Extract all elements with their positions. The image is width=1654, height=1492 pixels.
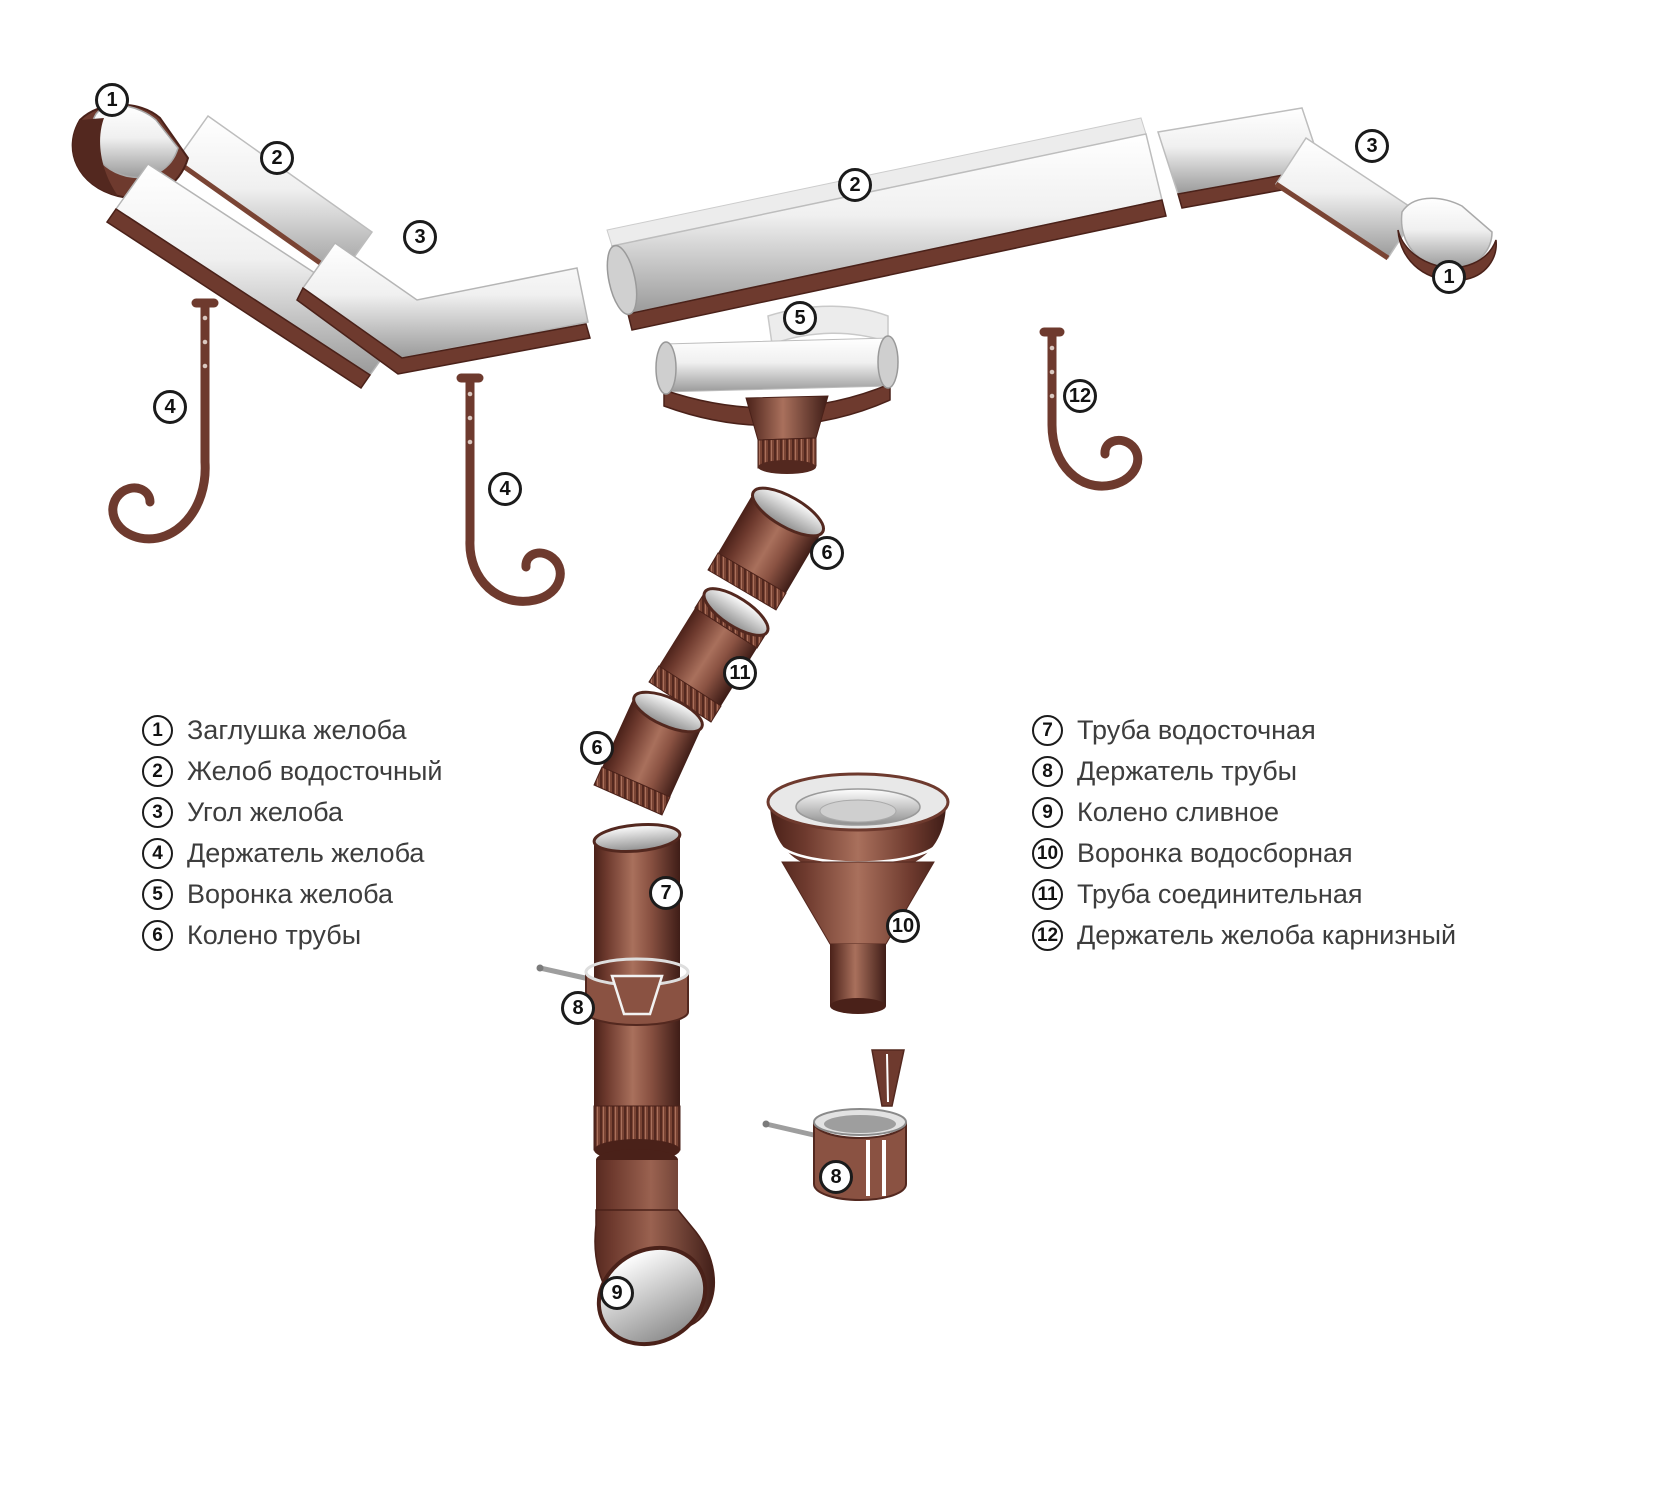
gutter-bracket-middle	[456, 373, 565, 606]
callout-bracket-middle: 4	[488, 472, 522, 506]
gutter-bracket-left	[108, 298, 219, 544]
cornice-bracket	[1039, 327, 1143, 491]
callout-endcap-right: 1	[1432, 260, 1466, 294]
legend-label: Желоб водосточный	[187, 756, 443, 786]
legend-label: Держатель трубы	[1077, 756, 1298, 786]
legend-item: 8 Держатель трубы	[1032, 756, 1456, 787]
legend-item: 1 Заглушка желоба	[142, 715, 442, 746]
legend-num-badge: 5	[142, 879, 173, 910]
legend-num-badge: 3	[142, 797, 173, 828]
legend-right: 7 Труба водосточная 8 Держатель трубы 9 …	[1032, 715, 1456, 951]
legend-label: Труба соединительная	[1077, 879, 1363, 909]
legend-label: Колено трубы	[187, 920, 362, 950]
pipe-holder-on-pipe	[536, 957, 690, 1027]
legend-label: Воронка желоба	[187, 879, 394, 909]
legend-num-badge: 7	[1032, 715, 1063, 746]
callout-connecting-pipe: 11	[723, 656, 757, 690]
legend-num-badge: 10	[1032, 838, 1063, 869]
collection-funnel	[766, 772, 950, 1014]
gutter-bracket-middle-holes	[467, 391, 473, 445]
legend-num-badge: 9	[1032, 797, 1063, 828]
legend-item: 10 Воронка водосборная	[1032, 838, 1456, 869]
legend-num-badge: 2	[142, 756, 173, 787]
callout-corner-left: 3	[403, 220, 437, 254]
legend-num-badge: 6	[142, 920, 173, 951]
legend-label: Заглушка желоба	[187, 715, 407, 745]
legend-num-badge: 12	[1032, 920, 1063, 951]
gutter-funnel	[655, 305, 899, 474]
callout-drain-elbow: 9	[600, 1276, 634, 1310]
legend-item: 12 Держатель желоба карнизный	[1032, 920, 1456, 951]
legend-item: 5 Воронка желоба	[142, 879, 442, 910]
callout-corner-right: 3	[1355, 129, 1389, 163]
callout-collect-funnel: 10	[886, 909, 920, 943]
drain-elbow	[594, 1149, 716, 1347]
callout-holder-on-pipe: 8	[561, 991, 595, 1025]
legend-left: 1 Заглушка желоба 2 Желоб водосточный 3 …	[142, 715, 442, 951]
callout-cornice-bracket: 12	[1063, 379, 1097, 413]
legend-item: 3 Угол желоба	[142, 797, 442, 828]
legend-num-badge: 11	[1032, 879, 1063, 910]
gutter-end-cap-right	[1397, 197, 1497, 282]
callout-elbow-lower: 6	[580, 731, 614, 765]
legend-item: 4 Держатель желоба	[142, 838, 442, 869]
legend-label: Держатель желоба карнизный	[1077, 920, 1457, 950]
callout-elbow-upper: 6	[810, 536, 844, 570]
legend-label: Держатель желоба	[187, 838, 425, 868]
legend-item: 9 Колено сливное	[1032, 797, 1456, 828]
connecting-pipe	[648, 587, 770, 723]
legend-label: Угол желоба	[187, 797, 343, 827]
legend-num-badge: 1	[142, 715, 173, 746]
callout-endcap-left: 1	[95, 83, 129, 117]
callout-gutter-long: 2	[838, 168, 872, 202]
legend-label: Колено сливное	[1077, 797, 1279, 827]
callout-downpipe: 7	[649, 876, 683, 910]
callout-gutter-funnel: 5	[783, 301, 817, 335]
pipe-elbow-lower	[593, 690, 704, 816]
legend-num-badge: 4	[142, 838, 173, 869]
gutter-bracket-left-holes	[202, 315, 208, 369]
gutter-corner-left	[296, 241, 591, 375]
legend-label: Воронка водосборная	[1077, 838, 1353, 868]
callout-bracket-left: 4	[153, 390, 187, 424]
cornice-bracket-holes	[1049, 345, 1055, 399]
legend-item: 2 Желоб водосточный	[142, 756, 442, 787]
legend-item: 11 Труба соединительная	[1032, 879, 1456, 910]
legend-item: 6 Колено трубы	[142, 920, 442, 951]
legend-label: Труба водосточная	[1077, 715, 1316, 745]
callout-holder-standalone: 8	[819, 1160, 853, 1194]
gutter-section-right	[1274, 136, 1420, 261]
gutter-section-long	[606, 117, 1167, 331]
legend-num-badge: 8	[1032, 756, 1063, 787]
pipe-elbow-upper	[707, 486, 825, 611]
legend-item: 7 Труба водосточная	[1032, 715, 1456, 746]
callout-gutter-left: 2	[260, 141, 294, 175]
